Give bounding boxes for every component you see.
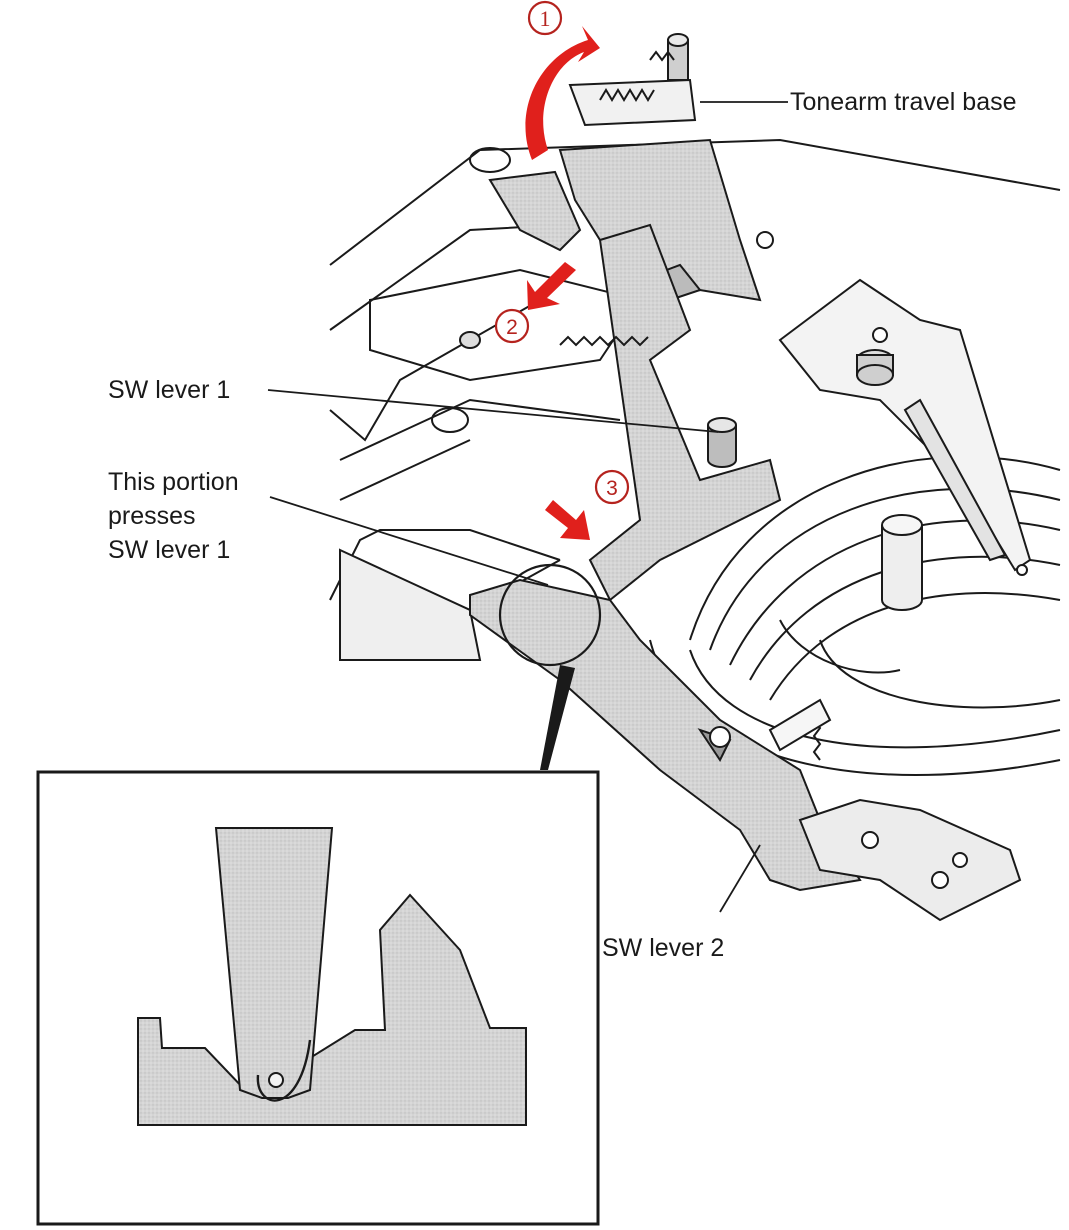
arrow-1 xyxy=(525,26,600,160)
step-2-marker xyxy=(494,308,530,344)
inset-lever-1 xyxy=(214,827,334,1099)
step-1-marker xyxy=(527,0,563,36)
sw-lever-2-part xyxy=(469,578,1022,922)
step-3-number: 3 xyxy=(606,477,618,500)
label-sw-lever-1: SW lever 1 xyxy=(108,376,231,404)
leader-lines xyxy=(267,101,788,913)
label-this-portion-line2: presses xyxy=(108,502,196,530)
label-this-portion-line1: This portion xyxy=(108,468,239,496)
sw-lever-1-part xyxy=(559,223,782,602)
step-2-number: 2 xyxy=(506,316,518,339)
inset-pointer xyxy=(540,665,575,770)
chassis-frame xyxy=(329,138,1061,661)
tonearm-travel-base-part xyxy=(488,33,774,302)
step-3-marker xyxy=(594,469,630,505)
label-tonearm-travel-base: Tonearm travel base xyxy=(790,88,1017,116)
inset-lever-2 xyxy=(137,893,527,1126)
platter xyxy=(649,455,1061,776)
inset-pin xyxy=(268,1072,284,1088)
inset-detail xyxy=(36,770,600,1226)
tone-arm xyxy=(778,278,1032,576)
label-sw-lever-2: SW lever 2 xyxy=(602,934,725,962)
arrow-3 xyxy=(545,500,590,540)
arrow-2 xyxy=(527,262,576,310)
step-1-number: 1 xyxy=(540,6,551,31)
inset-hook xyxy=(256,1039,312,1102)
highlight-circle xyxy=(498,563,602,667)
label-this-portion-line3: SW lever 1 xyxy=(108,536,231,564)
